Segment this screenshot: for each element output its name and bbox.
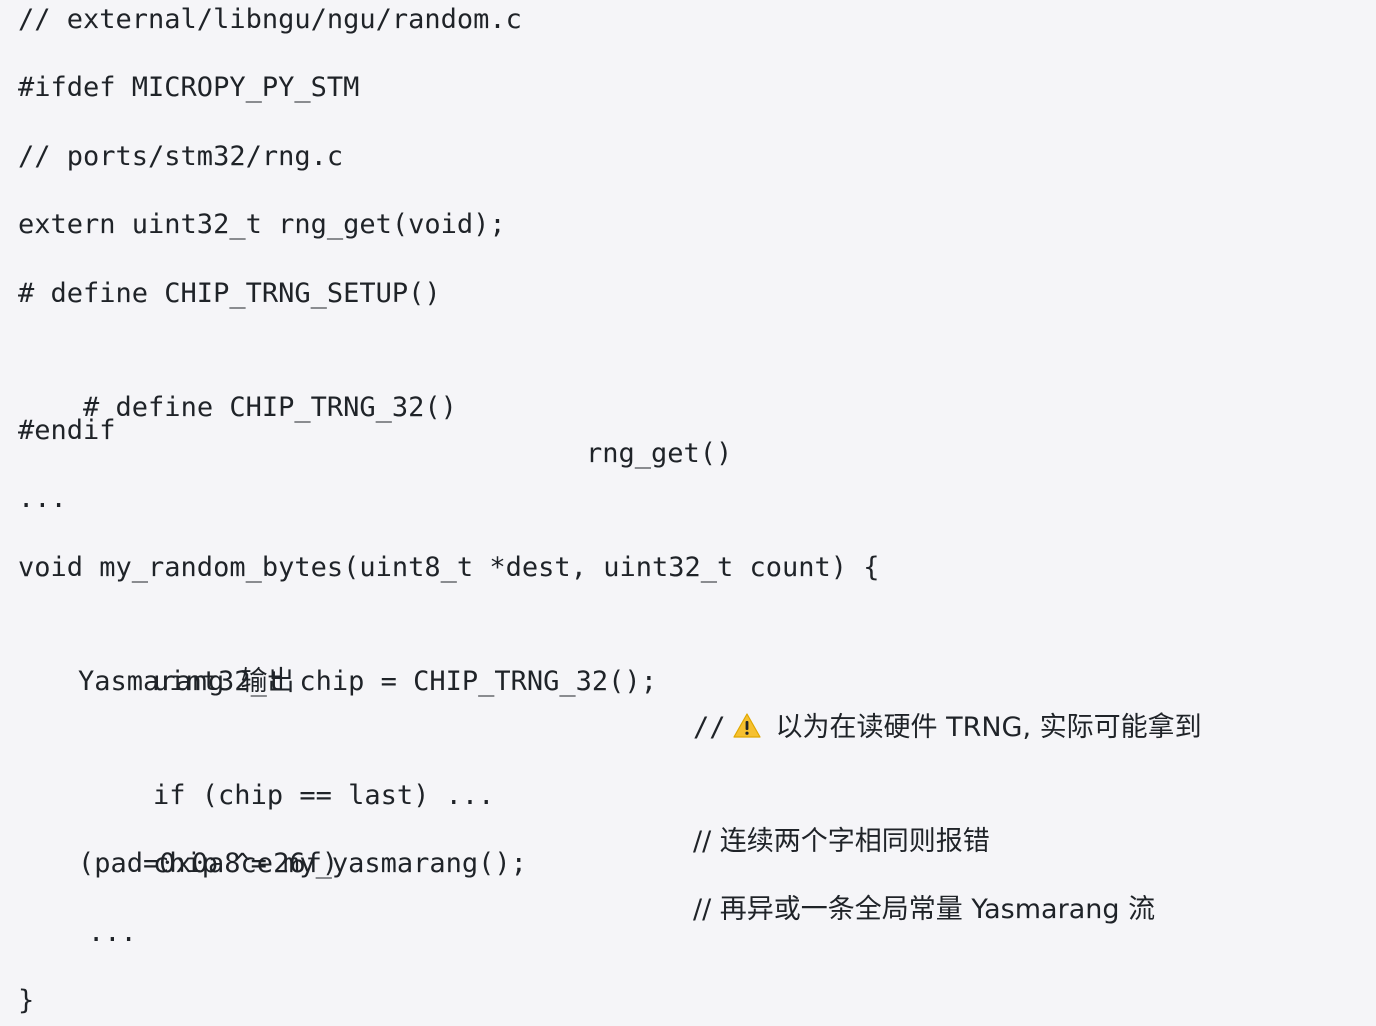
code-line-12: chip ^= my_yasmarang(); // 再异或一条全局常量 Yas… [88, 795, 1368, 925]
code-line-14: } [18, 985, 35, 1016]
code-line-10-wrap: Yasmarang 输出 [78, 666, 295, 697]
code-line-6: # define CHIP_TRNG_32() rng_get() [18, 339, 1318, 469]
code-line-9: void my_random_bytes(uint8_t *dest, uint… [18, 552, 880, 583]
code-line-6-macro: # define CHIP_TRNG_32() [83, 392, 457, 423]
code-line-8: ... [18, 483, 67, 514]
code-line-4: extern uint32_t rng_get(void); [18, 209, 506, 240]
code-line-13: ... [88, 917, 137, 948]
code-line-2: #ifdef MICROPY_PY_STM [18, 72, 360, 103]
code-line-11-stmt: if (chip == last) ... [153, 780, 495, 811]
code-line-11: if (chip == last) ... // 连续两个字相同则报错 [88, 727, 1368, 857]
comment-prefix: // [693, 712, 726, 743]
code-line-12-comment: // 再异或一条全局常量 Yasmarang 流 [693, 894, 1156, 925]
comment-text: 以为在读硬件 TRNG, 实际可能拿到 [775, 712, 1202, 743]
code-line-1: // external/libngu/ngu/random.c [18, 4, 522, 35]
code-line-11-comment: // 连续两个字相同则报错 [693, 826, 990, 857]
warning-icon [732, 713, 761, 738]
code-line-10-stmt: uint32_t chip = CHIP_TRNG_32(); [153, 666, 657, 697]
code-line-10-comment: // 以为在读硬件 TRNG, 实际可能拿到 [693, 705, 1202, 751]
code-line-6-expr: rng_get() [586, 438, 733, 469]
code-line-5: # define CHIP_TRNG_SETUP() [18, 278, 441, 309]
code-line-12-stmt: chip ^= my_yasmarang(); [153, 848, 527, 879]
code-line-12-wrap: (pad=0x0a8ce26f) [78, 848, 339, 879]
code-line-3: // ports/stm32/rng.c [18, 141, 344, 172]
code-line-7: #endif [18, 415, 116, 446]
code-line-10: uint32_t chip = CHIP_TRNG_32(); // 以为在读硬件… [88, 613, 1368, 743]
